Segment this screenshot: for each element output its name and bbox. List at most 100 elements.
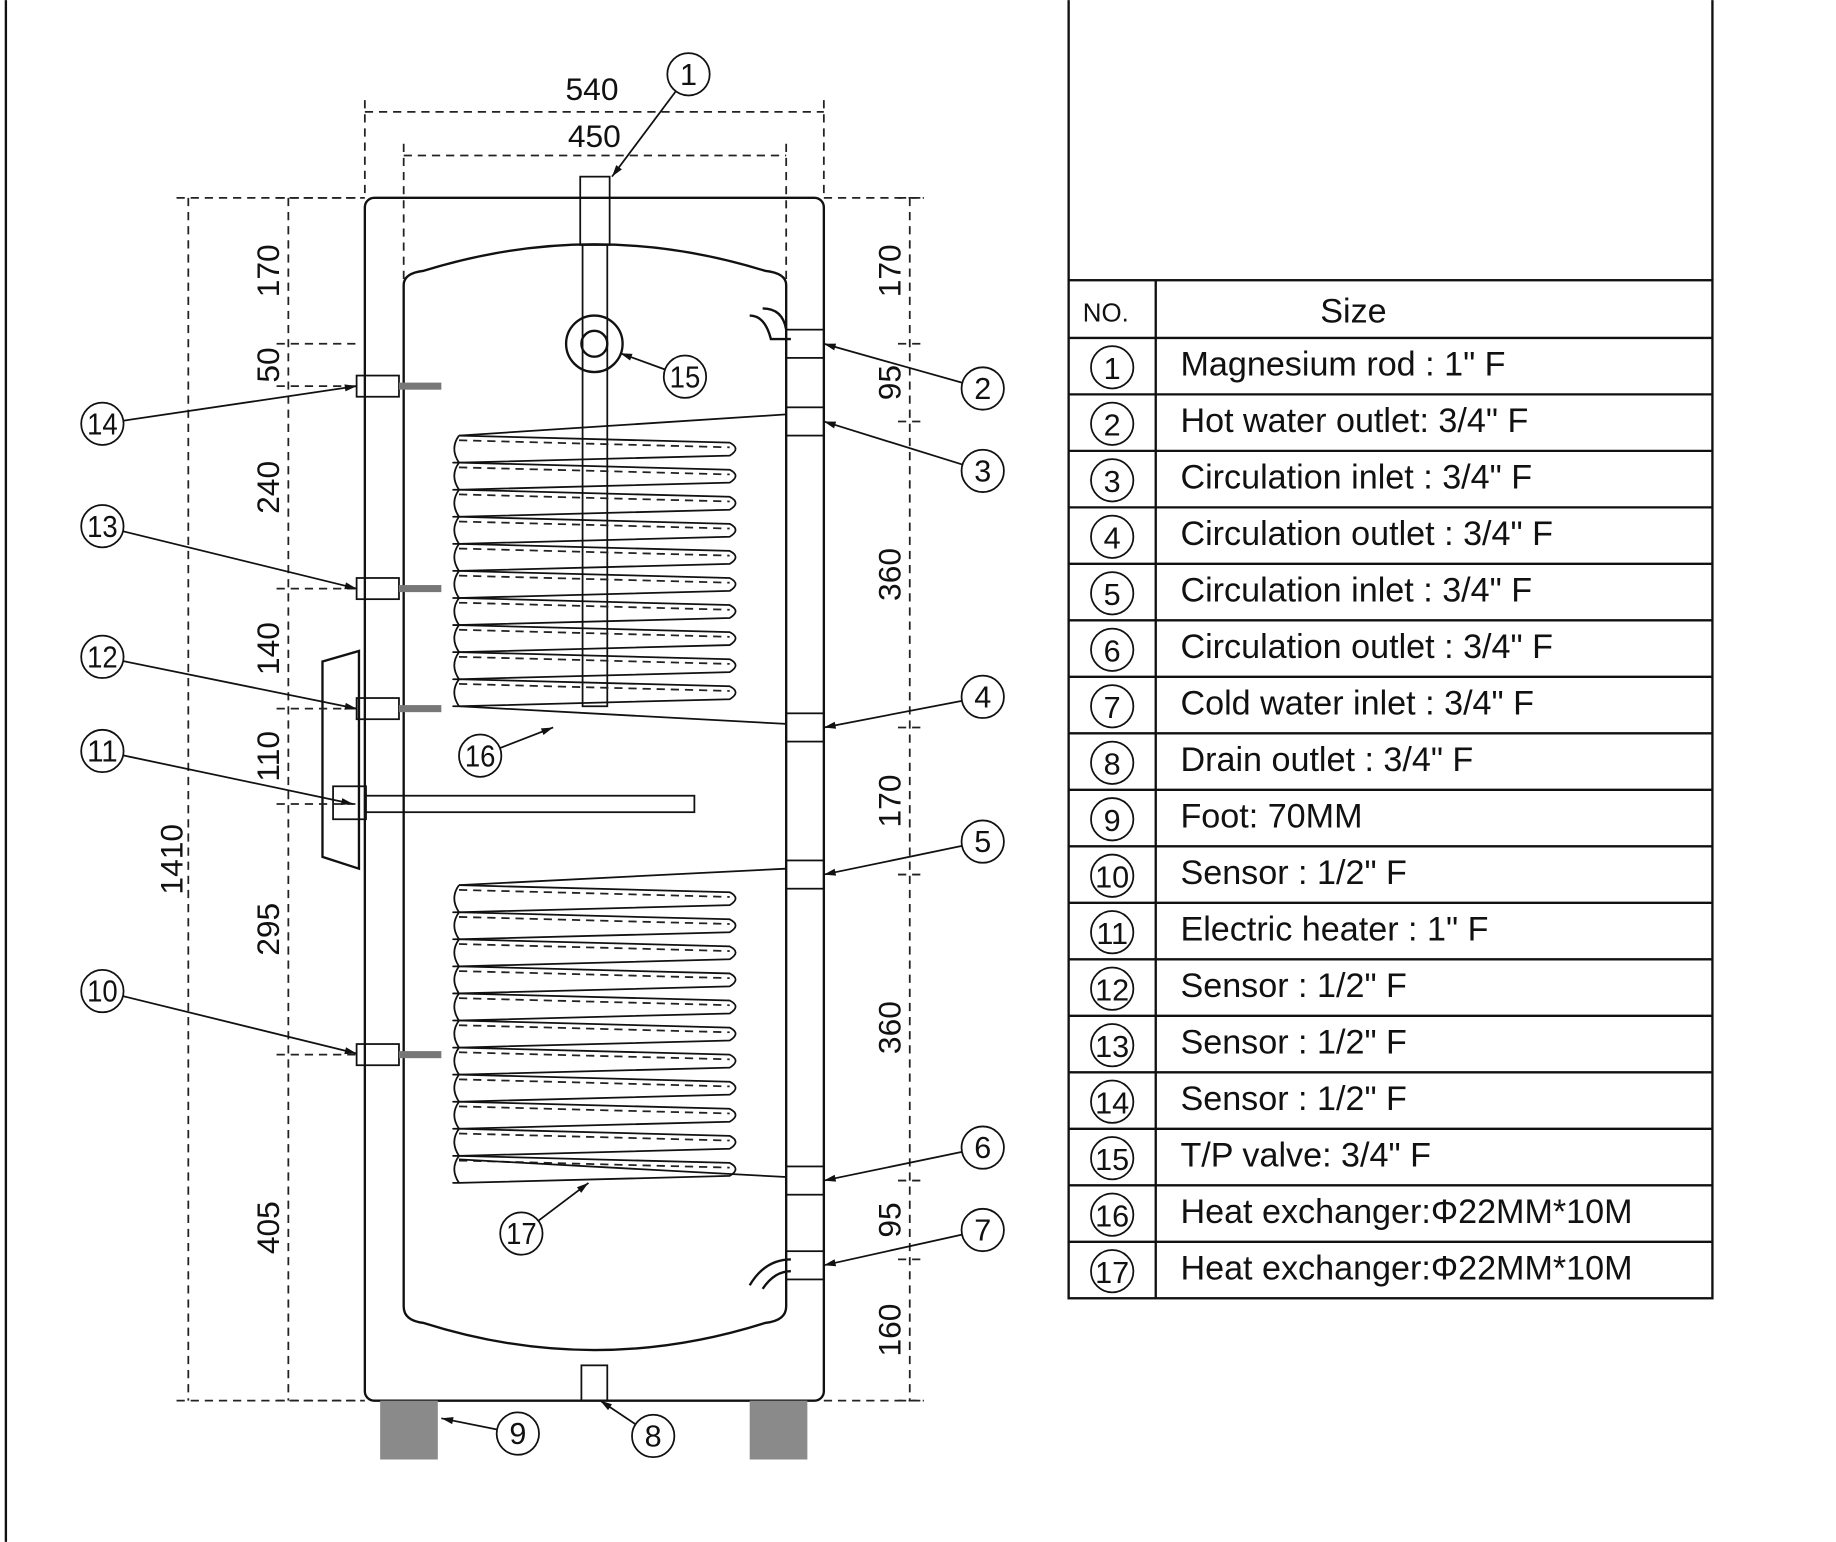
heater-head	[332, 785, 367, 821]
coil-bend	[453, 516, 460, 545]
row-description: Heat exchanger:Φ22MM*10M	[1180, 1249, 1632, 1287]
row-number: 7	[1104, 691, 1121, 725]
callout-circle	[960, 366, 1005, 411]
callout-number: 8	[645, 1420, 662, 1454]
row-number-circle	[1090, 853, 1135, 898]
dim-total-height: 1410	[153, 824, 189, 895]
coil-turn	[452, 1100, 737, 1130]
callout-16: 16	[458, 726, 554, 778]
callout-circle	[960, 448, 1005, 493]
coil-bend	[453, 1101, 460, 1130]
electric-heater-rod	[363, 794, 696, 814]
row-number: 1	[1104, 352, 1121, 386]
row-number: 17	[1095, 1256, 1129, 1290]
arrowhead-icon	[823, 868, 837, 876]
row-number-circle	[1090, 1136, 1135, 1181]
callout-number: 12	[87, 640, 118, 674]
arrowhead-icon	[344, 702, 357, 710]
arrowhead-icon	[344, 1047, 357, 1055]
coil-turn	[452, 624, 737, 654]
heater-bracket	[321, 649, 361, 871]
row-number-circle	[1090, 797, 1135, 842]
callout-circle	[662, 354, 708, 399]
coil-turn	[452, 570, 737, 599]
ports	[355, 328, 825, 1281]
pipe-connection	[785, 859, 825, 890]
callout-number: 15	[670, 360, 701, 394]
coil-bend	[453, 435, 460, 464]
row-number: 3	[1104, 465, 1121, 499]
row-description: T/P valve: 3/4" F	[1180, 1136, 1430, 1174]
sensor-port	[355, 577, 400, 601]
arrowhead-icon	[823, 343, 837, 351]
coil-turn-hidden	[458, 916, 730, 925]
coil-turn-hidden	[458, 1078, 730, 1088]
callout-circle	[80, 969, 125, 1014]
callout-1: 1	[611, 52, 711, 178]
row-description: Circulation inlet : 3/4" F	[1180, 572, 1532, 610]
row-number: 13	[1095, 1030, 1129, 1064]
coil-turn-hidden	[458, 547, 730, 557]
callout-number: 3	[974, 454, 991, 488]
row-number: 12	[1095, 973, 1129, 1007]
row-number-circle	[1090, 401, 1135, 446]
pipe-connection	[785, 1250, 825, 1281]
callout-circle	[960, 1207, 1005, 1253]
tank-inner-vessel	[402, 243, 788, 1352]
pipe-connection	[785, 1165, 825, 1196]
leader-line	[823, 420, 963, 466]
arrowhead-icon	[612, 165, 622, 177]
tank-outer-shell	[363, 196, 826, 1402]
row-description: Foot: 70MM	[1180, 797, 1362, 835]
arrowhead-icon	[344, 384, 357, 392]
dim-label: 110	[250, 731, 286, 782]
row-number: 15	[1095, 1143, 1129, 1177]
coil-bend	[453, 884, 460, 913]
leader-line	[122, 530, 357, 590]
coil-turn-hidden	[458, 628, 730, 638]
coil-turn	[452, 651, 737, 681]
dim-label: 405	[250, 1201, 286, 1254]
coil-turn	[452, 488, 737, 518]
callout-number: 11	[87, 735, 118, 769]
callout-circle	[80, 504, 125, 549]
leader-line	[823, 845, 963, 876]
row-number-circle	[1090, 1192, 1135, 1237]
coil-outlet-pipe	[458, 1158, 787, 1178]
dim-label: 360	[871, 548, 907, 601]
callout-number: 9	[509, 1417, 526, 1451]
callout-number: 5	[974, 825, 991, 859]
row-description: Sensor : 1/2" F	[1180, 967, 1406, 1005]
callout-3: 3	[823, 420, 1005, 493]
coil-turn	[452, 992, 737, 1022]
callout-9: 9	[441, 1411, 540, 1456]
row-number-circle	[1090, 1023, 1135, 1068]
row-number: 2	[1104, 409, 1121, 443]
dim-label: 50	[250, 347, 286, 382]
callout-8: 8	[599, 1399, 676, 1459]
header-no: NO.	[1083, 299, 1129, 327]
coil-inlet-pipe	[458, 413, 787, 437]
callout-circle	[80, 634, 125, 679]
callout-number: 2	[974, 372, 991, 406]
callout-circle	[80, 401, 125, 446]
callout-4: 4	[823, 674, 1005, 729]
cold-water-pipe	[748, 1258, 791, 1290]
row-number-circle	[1090, 627, 1135, 672]
coil-turn	[452, 938, 737, 968]
coil-bend	[453, 1074, 460, 1103]
callout-17: 17	[499, 1182, 589, 1256]
coil-turn	[452, 1046, 737, 1076]
coil-turn	[452, 597, 737, 626]
foot-right	[749, 1400, 808, 1460]
dim-label: 160	[871, 1304, 907, 1357]
coil-outlet-pipe	[458, 705, 787, 725]
dim-label: 95	[871, 365, 907, 400]
arrowhead-icon	[600, 1400, 612, 1411]
